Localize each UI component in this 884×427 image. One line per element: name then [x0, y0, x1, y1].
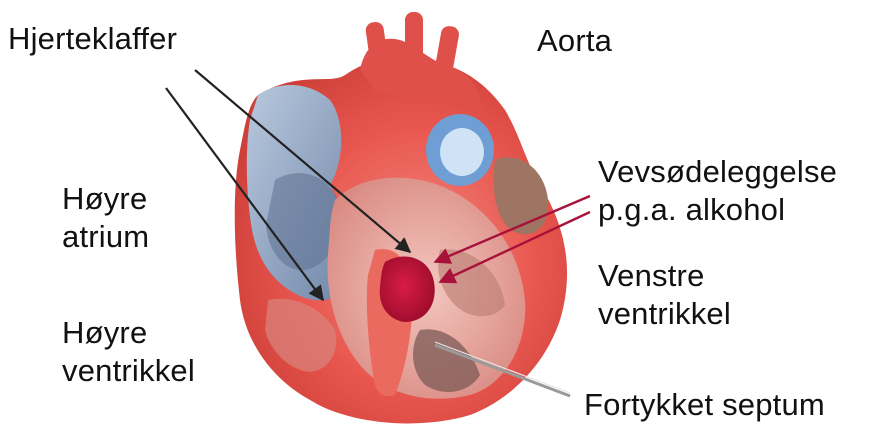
label-fortykket-septum: Fortykket septum: [584, 386, 825, 424]
label-hoyre-ventrikkel: Høyre ventrikkel: [62, 314, 195, 390]
tissue-damage-area: [380, 256, 435, 322]
label-venstre-ventrikkel: Venstre ventrikkel: [598, 257, 731, 333]
label-hoyre-atrium: Høyre atrium: [62, 180, 149, 256]
label-aorta: Aorta: [537, 22, 612, 60]
heart-body: [235, 12, 567, 423]
label-hjerteklaffer: Hjerteklaffer: [8, 20, 177, 58]
label-vevsodeleggelse: Vevsødeleggelse p.g.a. alkohol: [598, 153, 837, 229]
